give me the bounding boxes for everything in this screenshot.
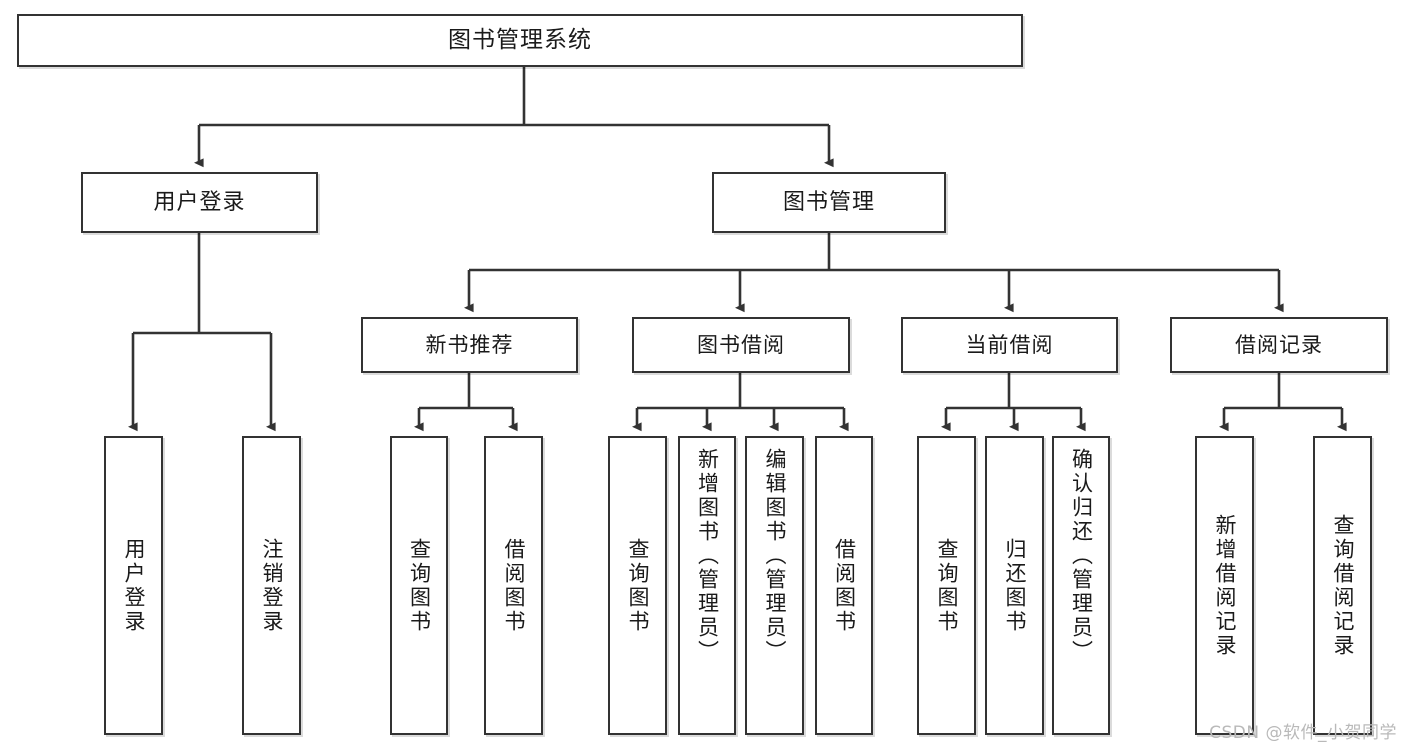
- node-leaf-query-book-3[interactable]: 查询图书: [917, 436, 976, 735]
- node-leaf-borrow-book-2-label: 借阅图书: [832, 537, 857, 634]
- node-book-manage[interactable]: 图书管理: [712, 172, 946, 233]
- node-book-borrow[interactable]: 图书借阅: [632, 317, 850, 373]
- node-leaf-query-book-2-label: 查询图书: [626, 537, 650, 634]
- node-borrow-record[interactable]: 借阅记录: [1170, 317, 1388, 373]
- node-leaf-add-record[interactable]: 新增借阅记录: [1195, 436, 1254, 735]
- node-leaf-confirm-return-label: 确认归还（管理员）: [1069, 448, 1094, 664]
- node-leaf-query-record[interactable]: 查询借阅记录: [1313, 436, 1372, 735]
- node-leaf-add-record-label: 新增借阅记录: [1213, 513, 1237, 658]
- node-leaf-return-book-label: 归还图书: [1003, 537, 1027, 634]
- node-root[interactable]: 图书管理系统: [17, 14, 1023, 67]
- node-leaf-borrow-book-1[interactable]: 借阅图书: [484, 436, 543, 735]
- node-user-login-label: 用户登录: [153, 189, 246, 215]
- node-book-borrow-label: 图书借阅: [697, 332, 785, 357]
- node-leaf-query-book-1-label: 查询图书: [407, 537, 432, 634]
- node-leaf-query-book-1[interactable]: 查询图书: [390, 436, 448, 735]
- node-current-borrow[interactable]: 当前借阅: [901, 317, 1118, 373]
- node-new-book-recommend-label: 新书推荐: [425, 332, 514, 357]
- node-leaf-add-book[interactable]: 新增图书（管理员）: [678, 436, 736, 735]
- node-leaf-confirm-return[interactable]: 确认归还（管理员）: [1052, 436, 1110, 735]
- node-borrow-record-label: 借阅记录: [1235, 332, 1323, 357]
- node-leaf-borrow-book-1-label: 借阅图书: [502, 537, 526, 634]
- node-leaf-return-book[interactable]: 归还图书: [985, 436, 1044, 735]
- node-leaf-logout[interactable]: 注销登录: [242, 436, 301, 735]
- node-leaf-query-book-3-label: 查询图书: [935, 537, 959, 634]
- node-leaf-edit-book[interactable]: 编辑图书（管理员）: [745, 436, 804, 735]
- node-leaf-logout-label: 注销登录: [260, 537, 284, 634]
- node-leaf-user-login[interactable]: 用户登录: [104, 436, 163, 735]
- node-leaf-query-record-label: 查询借阅记录: [1331, 513, 1355, 658]
- node-user-login[interactable]: 用户登录: [81, 172, 318, 233]
- node-leaf-add-book-label: 新增图书（管理员）: [695, 448, 720, 664]
- node-leaf-edit-book-label: 编辑图书（管理员）: [763, 448, 787, 664]
- watermark: CSDN @软件_小贺同学: [1209, 723, 1397, 743]
- node-root-label: 图书管理系统: [448, 27, 592, 54]
- node-current-borrow-label: 当前借阅: [965, 332, 1054, 357]
- node-leaf-borrow-book-2[interactable]: 借阅图书: [815, 436, 873, 735]
- node-leaf-user-login-label: 用户登录: [122, 537, 146, 634]
- node-leaf-query-book-2[interactable]: 查询图书: [608, 436, 667, 735]
- node-new-book-recommend[interactable]: 新书推荐: [361, 317, 578, 373]
- node-book-manage-label: 图书管理: [782, 189, 875, 215]
